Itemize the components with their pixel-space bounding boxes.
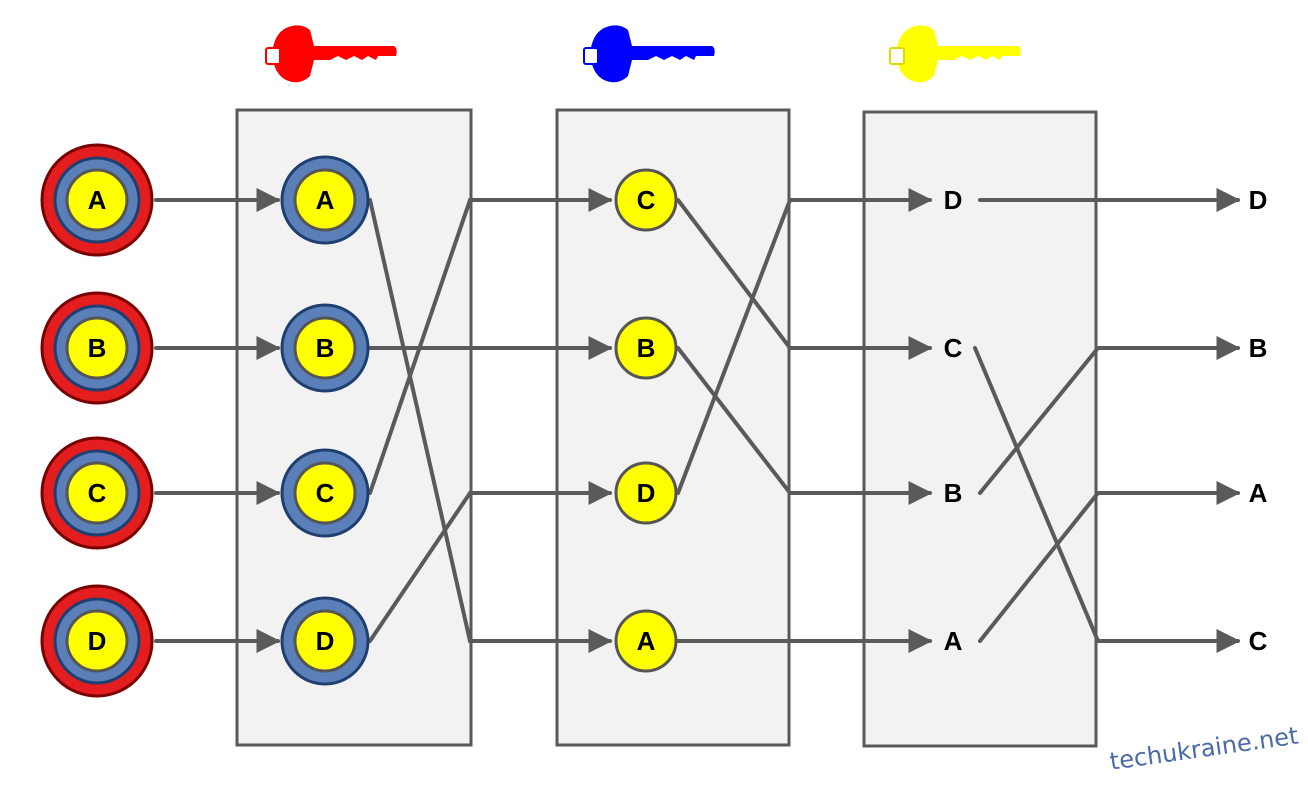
stage2-label: C	[637, 185, 656, 215]
input-node: D	[40, 584, 154, 698]
input-label: D	[88, 626, 107, 656]
stage1-node: C	[280, 448, 370, 538]
stage1-node: D	[280, 596, 370, 686]
stage2-node: D	[614, 461, 678, 525]
input-node: B	[40, 291, 154, 405]
red-key-icon	[265, 25, 397, 83]
stage2-label: B	[637, 333, 656, 363]
yellow-key-icon	[889, 25, 1021, 83]
output-label: C	[1249, 626, 1268, 656]
stage1-node: A	[280, 155, 370, 245]
stage1-label: D	[316, 626, 335, 656]
input-wires	[154, 188, 281, 653]
stage2-label: D	[637, 478, 656, 508]
stage2-node: C	[614, 168, 678, 232]
stage3-label: D	[944, 185, 963, 215]
input-node: C	[40, 436, 154, 550]
output-label: D	[1249, 185, 1268, 215]
input-node: A	[40, 143, 154, 257]
input-label: C	[88, 478, 107, 508]
stage3-box	[862, 110, 1098, 748]
output-label: A	[1249, 478, 1268, 508]
stage2-node: B	[614, 316, 678, 380]
stage2-label: A	[637, 626, 656, 656]
stage2-node: A	[614, 609, 678, 673]
blue-key-icon	[583, 25, 715, 83]
stage1-node: B	[280, 303, 370, 393]
stage3-wires	[973, 188, 1241, 653]
stage1-label: B	[316, 333, 335, 363]
input-label: A	[88, 185, 107, 215]
stage3-label: C	[944, 333, 963, 363]
output-label: B	[1249, 333, 1268, 363]
stage1-label: A	[316, 185, 335, 215]
stage3-label: B	[944, 478, 963, 508]
stage1-label: C	[316, 478, 335, 508]
input-label: B	[88, 333, 107, 363]
stage3-label: A	[944, 626, 963, 656]
stage2-wires	[676, 188, 933, 653]
stage1-wires	[368, 188, 613, 653]
